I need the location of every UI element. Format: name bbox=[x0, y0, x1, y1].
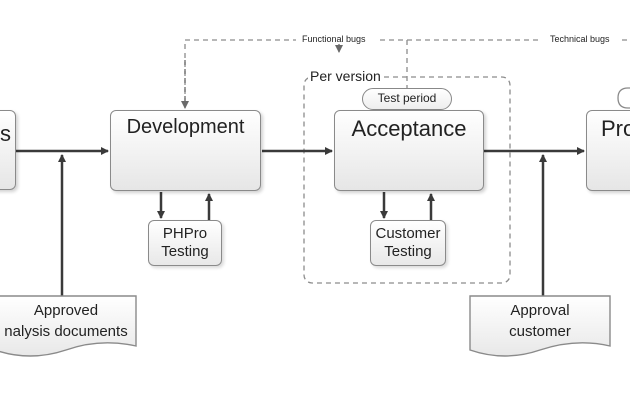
stage-analysis-label: s bbox=[0, 121, 11, 146]
technical-bugs-label: Technical bugs bbox=[548, 34, 612, 44]
approved-analysis-document-shape bbox=[0, 295, 137, 357]
functional-bugs-label: Functional bugs bbox=[300, 34, 368, 44]
stage-development: Development bbox=[110, 110, 261, 191]
approval-customer-text: Approval customer bbox=[470, 300, 610, 342]
customer-testing-line2: Testing bbox=[384, 243, 432, 260]
customer-testing-box: Customer Testing bbox=[370, 220, 446, 266]
test-period-pill: Test period bbox=[362, 88, 452, 110]
customer-testing-line1: Customer bbox=[375, 225, 441, 242]
approval-customer-document-shape bbox=[469, 295, 611, 357]
production-pill-fragment bbox=[617, 87, 630, 109]
phpro-testing-line2: Testing bbox=[161, 243, 209, 260]
stage-acceptance-label: Acceptance bbox=[351, 116, 467, 141]
approval-line2: customer bbox=[509, 323, 571, 340]
per-version-label: Per version bbox=[308, 68, 383, 84]
phpro-testing-box: PHPro Testing bbox=[148, 220, 222, 266]
approved-line2: nalysis documents bbox=[4, 323, 128, 340]
stage-acceptance: Acceptance bbox=[334, 110, 484, 191]
stage-production-label: Pro bbox=[601, 116, 630, 141]
approved-line1: Approved bbox=[33, 302, 99, 319]
approval-line1: Approval bbox=[510, 302, 570, 319]
phpro-testing-line1: PHPro bbox=[162, 225, 208, 242]
stage-analysis: s bbox=[0, 110, 16, 190]
stage-development-label: Development bbox=[126, 116, 245, 138]
stage-production: Pro bbox=[586, 110, 630, 191]
approved-analysis-documents-text: Approved nalysis documents bbox=[0, 300, 136, 342]
